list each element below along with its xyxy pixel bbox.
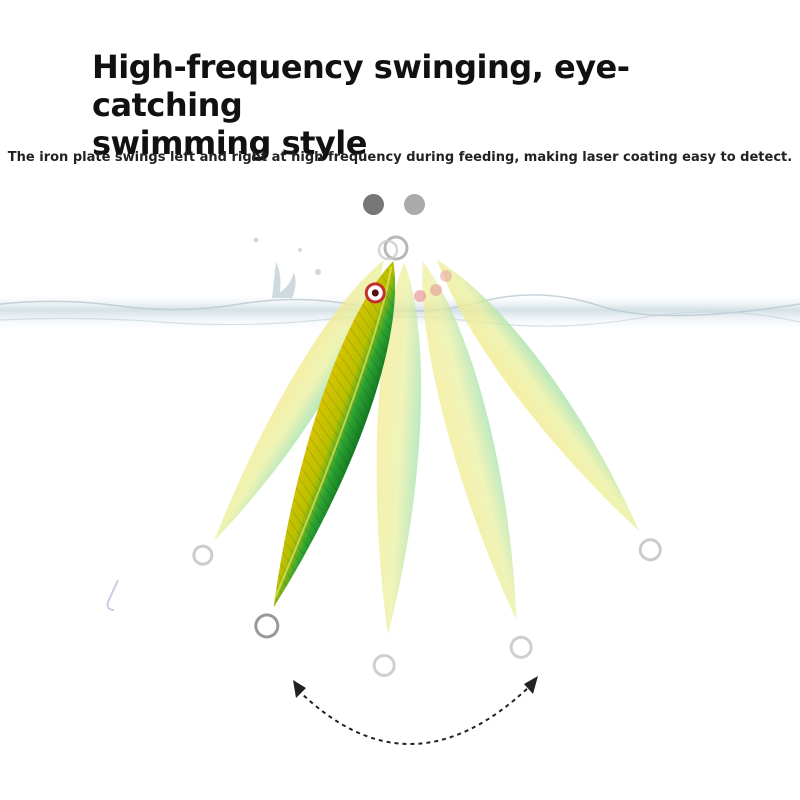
description-text: The iron plate swings left and right at … bbox=[7, 150, 793, 165]
ghost-lure-far-left bbox=[192, 260, 384, 566]
pager-dot-1[interactable] bbox=[363, 194, 384, 215]
ghost-lure-far-right bbox=[437, 259, 662, 562]
ghost-lure-center bbox=[372, 261, 422, 677]
swing-arrow bbox=[297, 685, 531, 745]
pager-dot-2[interactable] bbox=[404, 194, 425, 215]
lure-head-ring bbox=[383, 235, 409, 261]
water-splash bbox=[253, 237, 321, 298]
headline-line-2: swimming style bbox=[92, 124, 367, 162]
lure-tail-ring bbox=[254, 613, 280, 639]
arrow-head-right bbox=[524, 676, 538, 694]
headline: High-frequency swinging, eye-catching sw… bbox=[92, 48, 732, 162]
main-lure bbox=[254, 261, 396, 639]
carousel-pager bbox=[363, 194, 425, 215]
arrow-head-left bbox=[293, 680, 306, 698]
lure-swing-illustration bbox=[0, 235, 800, 745]
headline-line-1: High-frequency swinging, eye-catching bbox=[92, 48, 630, 124]
ghost-lure-center-right bbox=[422, 261, 533, 659]
